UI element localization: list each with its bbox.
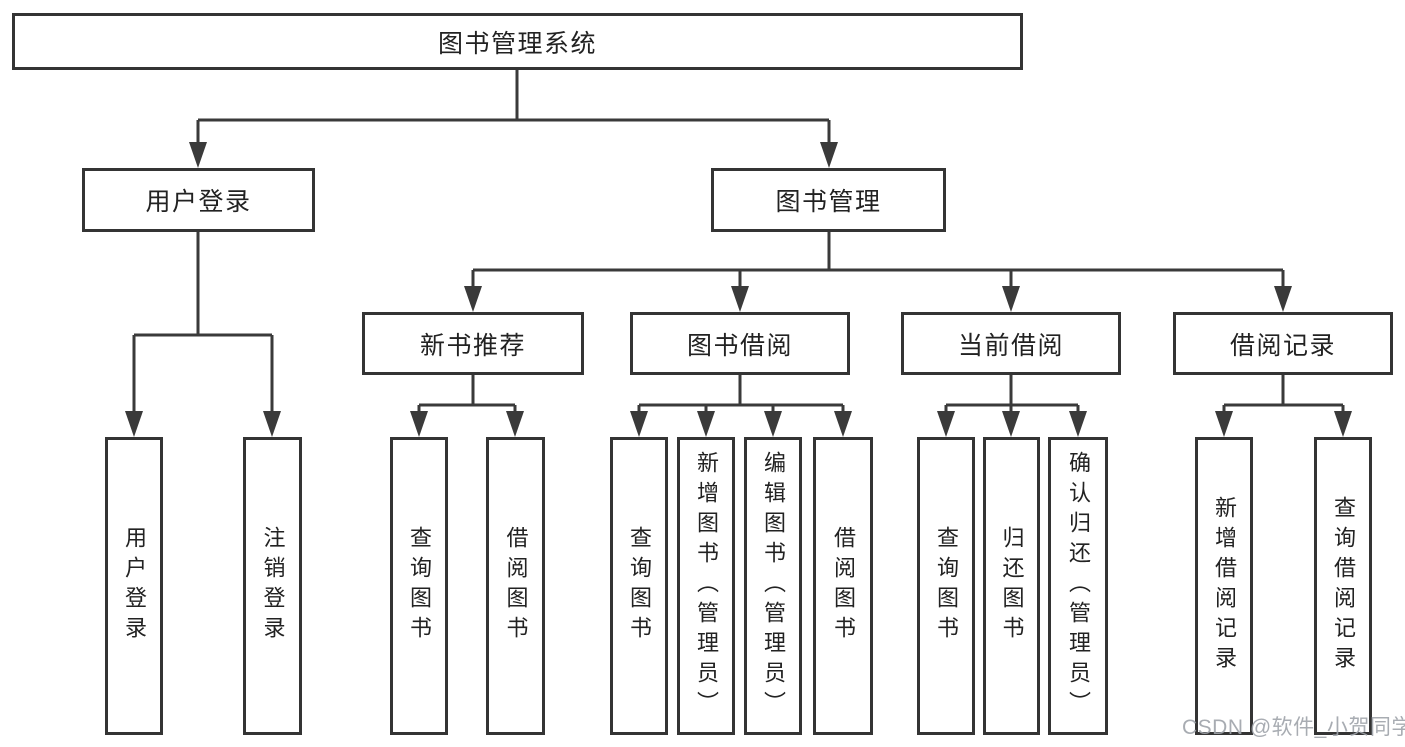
node-leaf-confirm-return-admin: 确认归还（管理员） bbox=[1048, 437, 1108, 735]
node-leaf-add-books-admin: 新增图书（管理员） bbox=[677, 437, 735, 735]
connector-current-borrow-children bbox=[937, 375, 1087, 437]
node-current-borrow: 当前借阅 bbox=[901, 312, 1121, 375]
connector-book-borrow-children bbox=[630, 375, 852, 437]
node-book-management: 图书管理 bbox=[711, 168, 946, 232]
node-leaf-user-login: 用户登录 bbox=[105, 437, 163, 735]
node-leaf-return-books: 归还图书 bbox=[983, 437, 1040, 735]
node-leaf-query-borrow-record: 查询借阅记录 bbox=[1314, 437, 1372, 735]
node-root-system: 图书管理系统 bbox=[12, 13, 1023, 70]
connector-book-mgmt-children bbox=[464, 232, 1292, 312]
node-leaf-borrow-books-2: 借阅图书 bbox=[813, 437, 873, 735]
node-leaf-edit-books-admin: 编辑图书（管理员） bbox=[744, 437, 802, 735]
node-new-book-recommend: 新书推荐 bbox=[362, 312, 584, 375]
connector-borrow-records-children bbox=[1215, 375, 1352, 437]
connector-new-books-children bbox=[410, 375, 524, 437]
node-leaf-query-books-2: 查询图书 bbox=[610, 437, 668, 735]
csdn-watermark: CSDN @软件_小贺同学 bbox=[1182, 716, 1405, 739]
connector-root-to-level2 bbox=[189, 70, 838, 168]
node-leaf-add-borrow-record: 新增借阅记录 bbox=[1195, 437, 1253, 735]
node-borrow-records: 借阅记录 bbox=[1173, 312, 1393, 375]
node-leaf-query-books-3: 查询图书 bbox=[917, 437, 975, 735]
connector-user-login-children bbox=[125, 232, 281, 437]
node-book-borrow: 图书借阅 bbox=[630, 312, 850, 375]
node-leaf-query-books-1: 查询图书 bbox=[390, 437, 448, 735]
node-leaf-logout: 注销登录 bbox=[243, 437, 302, 735]
node-user-login: 用户登录 bbox=[82, 168, 315, 232]
node-leaf-borrow-books-1: 借阅图书 bbox=[486, 437, 545, 735]
